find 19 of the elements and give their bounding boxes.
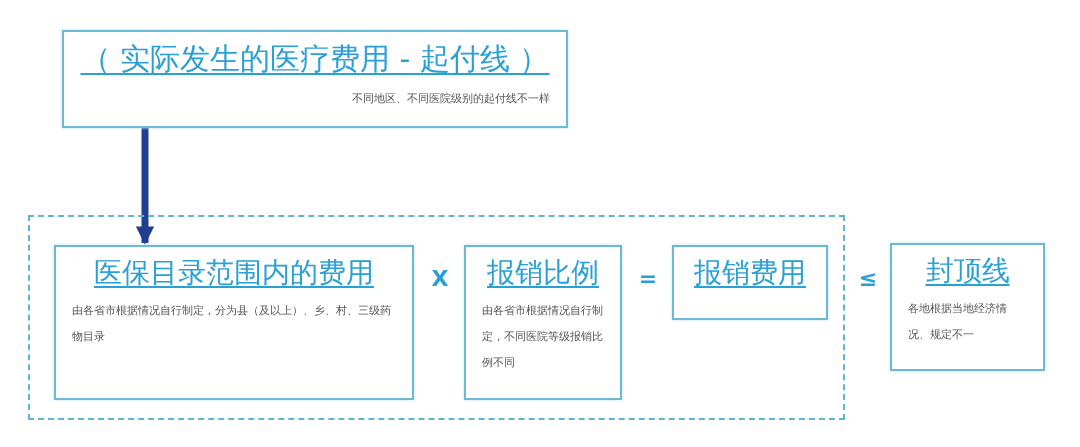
text-box — [464, 245, 622, 400]
box-heading: 封顶线 — [925, 253, 1010, 288]
text-box — [62, 30, 568, 128]
box-note: 由各省市根据情况自行制定，不同医院等级报销比例不同 — [482, 303, 604, 371]
text-box — [54, 245, 414, 400]
operator-symbol: X — [430, 265, 450, 293]
operator-symbol: ≤ — [857, 265, 879, 293]
box-heading: 报销费用 — [694, 255, 806, 290]
box-heading: （ 实际发生的医疗费用 - 起付线 ） — [80, 40, 550, 78]
arrow — [135, 128, 155, 245]
operator-symbol: = — [637, 265, 659, 293]
box-note: 由各省市根据情况自行制定，分为县（及以上）、乡、村、三级药物目录 — [72, 303, 392, 345]
box-heading: 医保目录范围内的费用 — [94, 255, 374, 290]
box-heading: 报销比例 — [487, 255, 599, 290]
text-box — [672, 245, 828, 320]
dashed-group-frame — [28, 215, 845, 420]
text-box — [890, 243, 1045, 371]
box-note: 各地根据当地经济情况、规定不一 — [908, 301, 1008, 343]
box-note: 不同地区、不同医院级别的起付线不一样 — [352, 90, 550, 107]
